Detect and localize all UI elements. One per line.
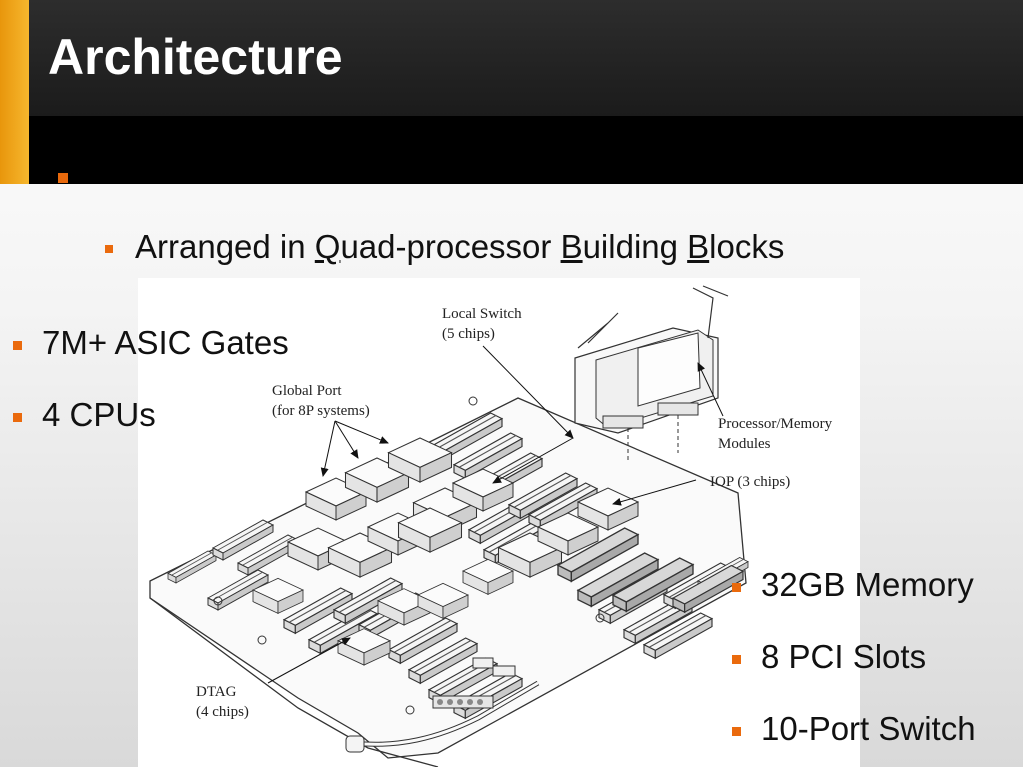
cutoff-bullet-text: Between 4 and 32 Alpha 21264 CPUs [90, 160, 661, 184]
bullet-marker [58, 173, 68, 183]
sub-bullet-underlined-letter: Q [314, 228, 341, 265]
bullet-port-switch: 10-Port Switch [732, 710, 976, 748]
accent-bar [0, 0, 29, 184]
bullet-asic-gates: 7M+ ASIC Gates [13, 324, 289, 362]
label-dtag: DTAG (4 chips) [196, 684, 249, 720]
label-processor-memory: Processor/Memory Modules [718, 416, 836, 452]
sub-bullet-part: Arranged in [135, 228, 315, 265]
bullet-text: 7M+ ASIC Gates [42, 324, 289, 361]
bullet-marker [732, 726, 741, 736]
sub-bullet-part: uilding [582, 228, 688, 265]
bullet-text: 10-Port Switch [761, 710, 976, 747]
label-iop: IOP (3 chips) [710, 474, 790, 490]
slide-title: Architecture [48, 29, 343, 85]
bullet-text: 32GB Memory [761, 566, 974, 603]
sub-bullet-quad-blocks: Arranged in Quad-processor Building Bloc… [105, 228, 784, 266]
bullet-marker [732, 582, 741, 592]
label-local-switch: Local Switch (5 chips) [442, 306, 525, 342]
bullet-text: 4 CPUs [42, 396, 156, 433]
board-illustration: Local Switch (5 chips) Global Port (for … [149, 285, 836, 767]
bullet-memory: 32GB Memory [732, 566, 974, 604]
bullet-marker [13, 340, 22, 350]
slide-header: Between 4 and 32 Alpha 21264 CPUs Archit… [0, 0, 1023, 184]
sub-bullet-underlined-letter: B [687, 228, 710, 265]
header-band [0, 0, 1023, 116]
bullet-marker [13, 412, 22, 422]
label-global-port: Global Port (for 8P systems) [272, 383, 370, 419]
bullet-pci-slots: 8 PCI Slots [732, 638, 926, 676]
bullet-cpus: 4 CPUs [13, 396, 156, 434]
callout-arrows [267, 345, 724, 684]
bottom-connectors [432, 657, 516, 709]
sub-bullet-underlined-letter: B [560, 228, 583, 265]
board-diagram: Local Switch (5 chips) Global Port (for … [138, 278, 860, 767]
bullet-marker [732, 654, 741, 664]
bullet-text: 8 PCI Slots [761, 638, 927, 675]
bullet-marker [105, 245, 113, 254]
sub-bullet-part: locks [709, 228, 785, 265]
sub-bullet-part: uad-processor [340, 228, 561, 265]
